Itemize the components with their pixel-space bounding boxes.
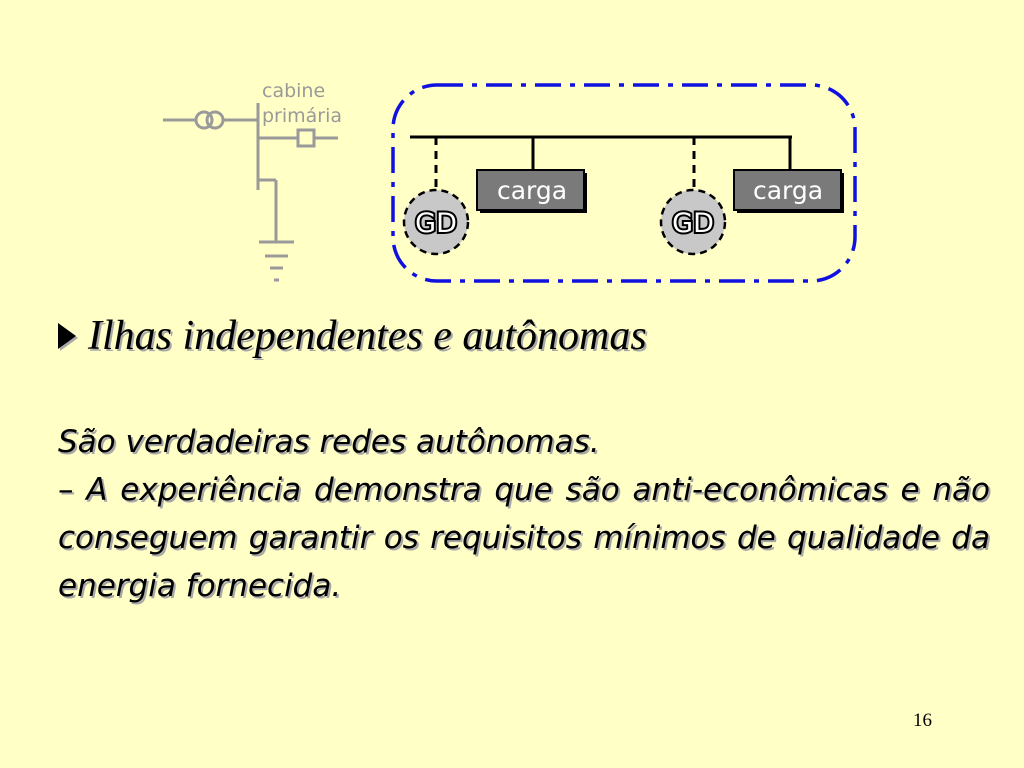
heading-text: Ilhas independentes e autônomas <box>88 313 647 359</box>
generator-1: GD <box>402 188 470 256</box>
slide-body: São verdadeiras redes autônomas. – A exp… <box>58 418 990 610</box>
load-box-2: carga <box>733 169 844 213</box>
load-label-2: carga <box>753 176 823 205</box>
cabine-label-line1: cabine <box>262 80 325 102</box>
body-line-1: São verdadeiras redes autônomas. <box>58 424 600 460</box>
body-line-2: – A experiência demonstra que são anti-e… <box>58 472 990 604</box>
breaker-box <box>296 128 316 148</box>
generator-2: GD <box>659 188 727 256</box>
generator-label-2: GD <box>672 208 714 239</box>
slide-heading: Ilhas independentes e autônomas <box>58 312 647 360</box>
page-number: 16 <box>913 710 932 731</box>
primary-substation <box>163 103 338 282</box>
generator-label-1: GD <box>415 208 457 239</box>
transformer-coil-left <box>194 110 214 130</box>
triangle-bullet-icon <box>58 323 76 349</box>
load-label-1: carga <box>497 176 567 205</box>
island-boundary <box>391 83 857 283</box>
island-diagram: cabine primária carga carga GD GD <box>163 80 857 283</box>
transformer-coil-right <box>205 110 225 130</box>
load-box-1: carga <box>476 169 587 213</box>
cabine-label-line2: primária <box>262 105 342 127</box>
island-network <box>410 135 792 190</box>
